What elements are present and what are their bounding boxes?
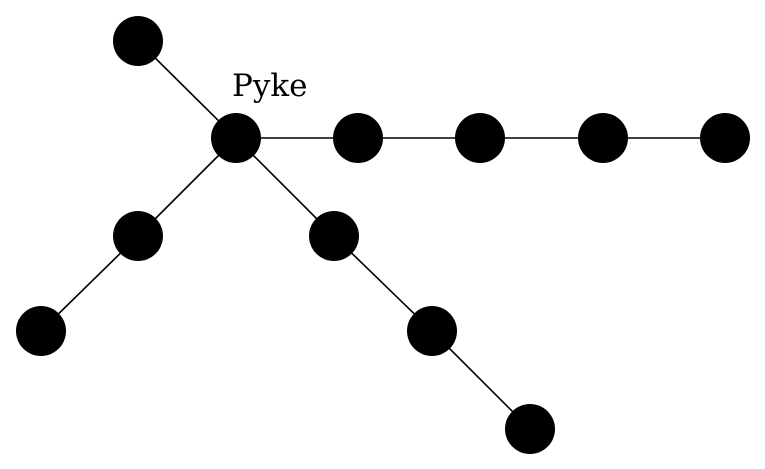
node-right-3 [578,113,628,163]
node-lower-right-1 [309,211,359,261]
node-center [211,113,261,163]
node-left-1 [113,211,163,261]
node-right-2 [455,113,505,163]
node-lower-right-3 [505,404,555,454]
node-label-pyke: Pyke [232,68,308,104]
nodes-layer [16,16,750,454]
node-upper-left [113,16,163,66]
node-right-4 [700,113,750,163]
node-right-1 [333,113,383,163]
node-left-2 [16,306,66,356]
node-lower-right-2 [407,306,457,356]
